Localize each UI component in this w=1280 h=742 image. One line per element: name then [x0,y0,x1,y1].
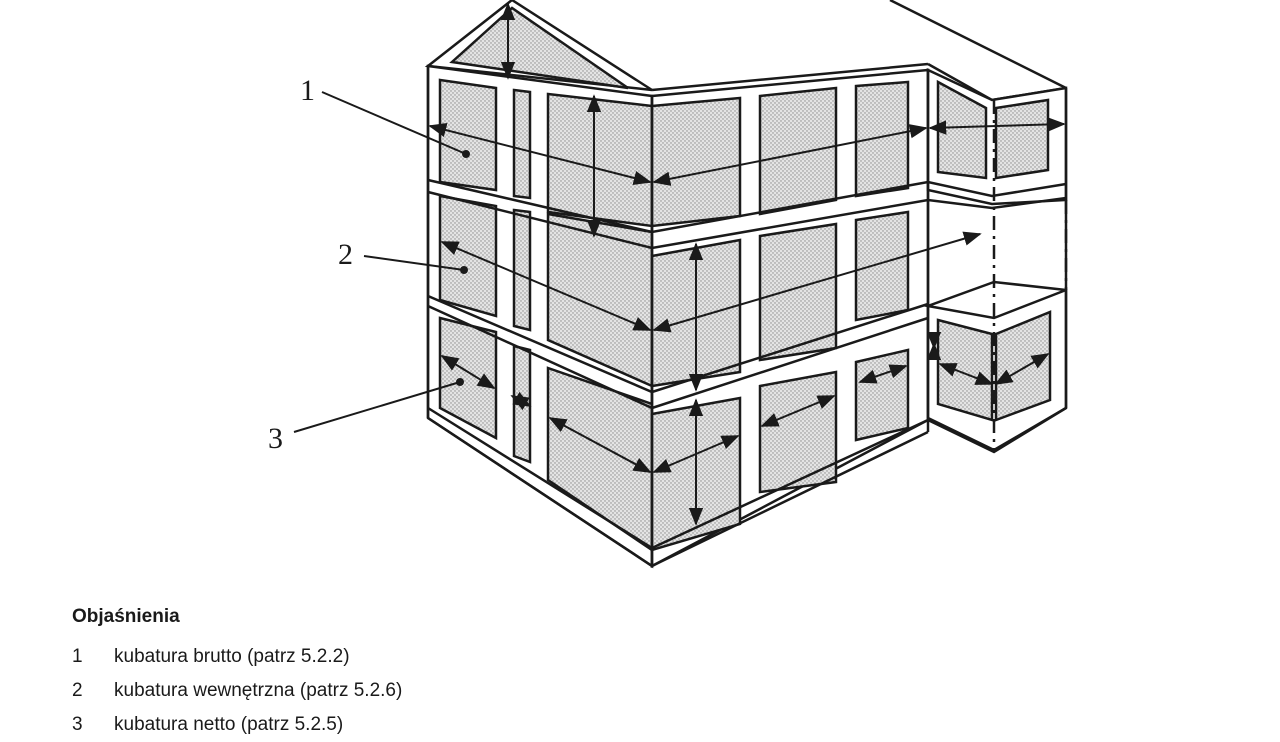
callout-1: 1 [300,74,315,107]
floor-slabs [426,66,1068,568]
callout-leaders [293,91,470,433]
callout-2: 2 [338,238,353,271]
legend-item: 3 kubatura netto (patrz 5.2.5) [72,708,1172,742]
legend-item-number: 1 [72,646,83,667]
legend-item-text: kubatura brutto (patrz 5.2.2) [114,646,350,667]
building-volume-diagram: 1 2 3 [268,0,1068,569]
dimension-arrows [428,2,1066,526]
legend-item-number: 3 [72,714,83,735]
callout-3: 3 [268,422,283,455]
roof-gable [424,0,653,92]
legend-item-text: kubatura netto (patrz 5.2.5) [114,714,344,735]
legend-item-text: kubatura wewnętrzna (patrz 5.2.6) [114,680,403,701]
legend: Objaśnienia 1 kubatura brutto (patrz 5.2… [72,606,1172,742]
legend-item: 2 kubatura wewnętrzna (patrz 5.2.6) [72,674,1172,708]
legend-title: Objaśnienia [72,606,180,627]
legend-item-number: 2 [72,680,83,701]
right-wing-lower [923,280,1068,452]
right-wing-upper [926,68,1068,206]
legend-item: 1 kubatura brutto (patrz 5.2.2) [72,640,1172,674]
